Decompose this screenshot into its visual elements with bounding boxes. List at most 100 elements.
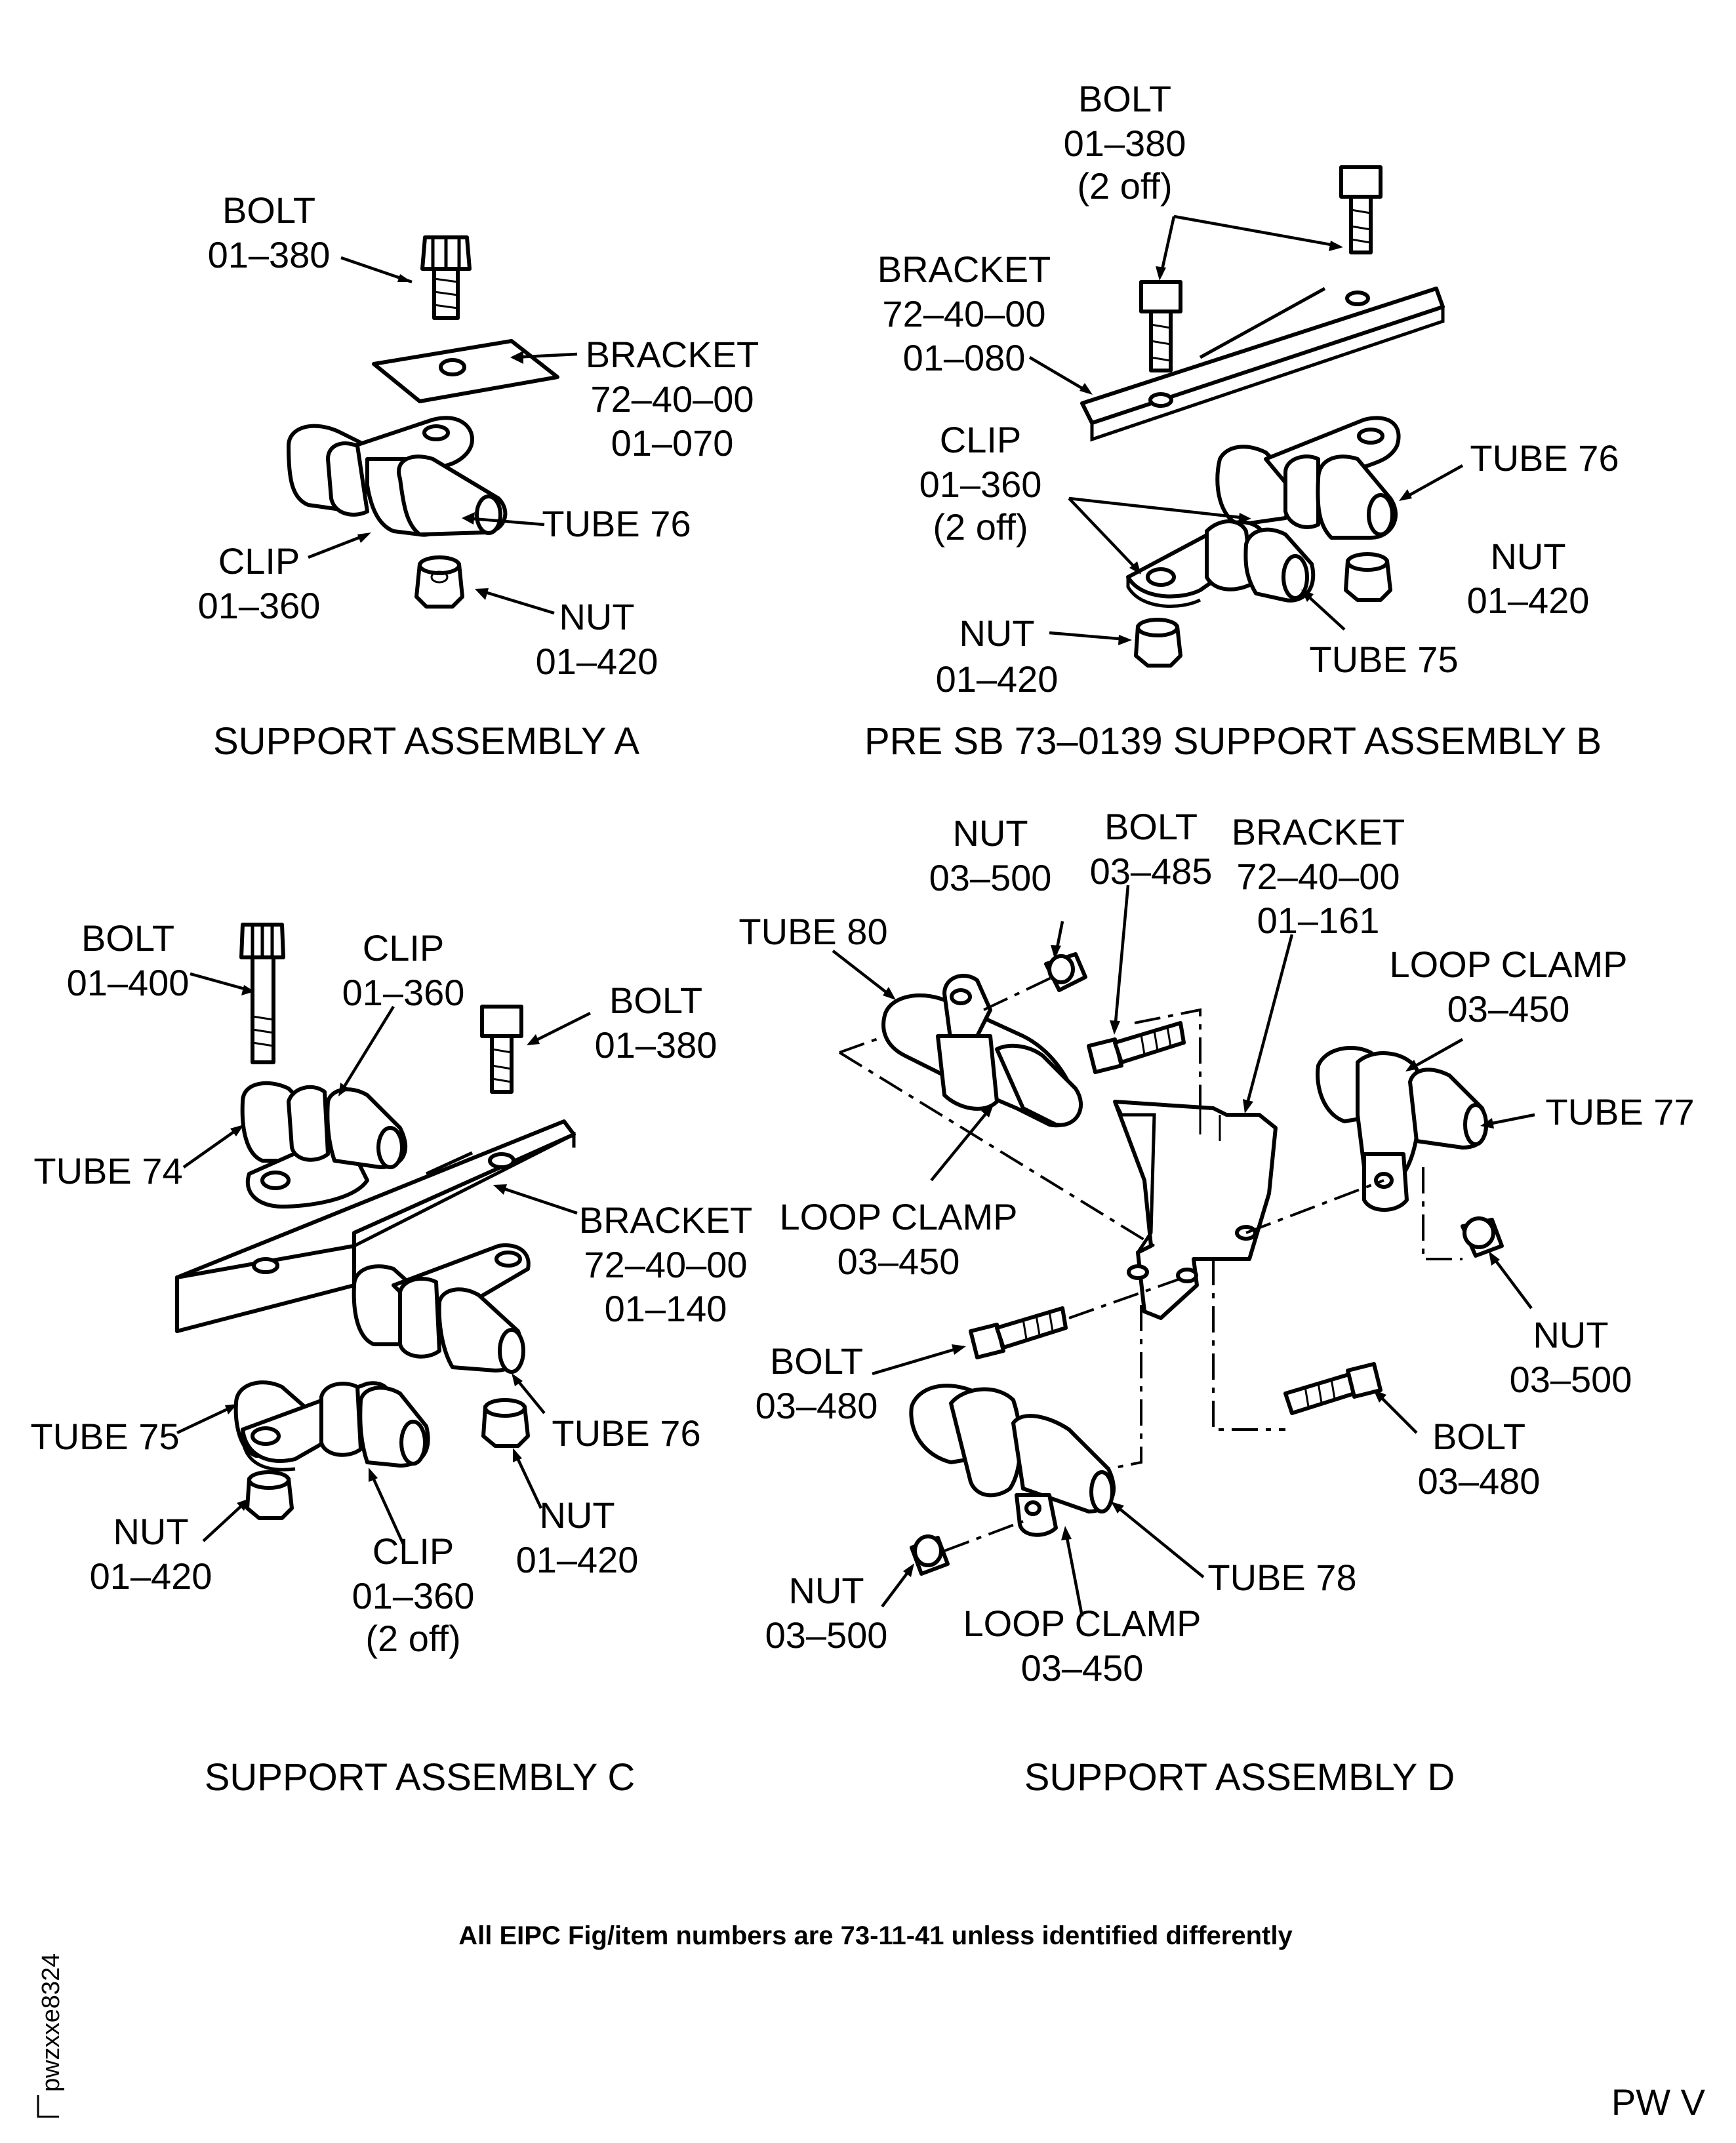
label-bracket-chapter: 72–40–00 bbox=[584, 1244, 747, 1285]
label-bracket-chapter: 72–40–00 bbox=[590, 378, 754, 420]
label-tube: TUBE 76 bbox=[542, 503, 691, 544]
nut-part bbox=[245, 1470, 294, 1520]
bolt-part bbox=[969, 1306, 1068, 1359]
label-clip: CLIP bbox=[363, 927, 445, 969]
label-bolt: BOLT bbox=[81, 917, 174, 959]
label-loop-clamp-number: 03–450 bbox=[1447, 988, 1570, 1030]
label-nut: NUT bbox=[1490, 536, 1565, 577]
page-code: PW V bbox=[1611, 2081, 1706, 2123]
label-tube-75: TUBE 75 bbox=[1309, 639, 1458, 680]
label-nut-number: 01–420 bbox=[936, 658, 1059, 700]
label-bracket-number: 01–070 bbox=[611, 422, 734, 464]
label-nut: NUT bbox=[788, 1570, 864, 1611]
caption-assembly-c: SUPPORT ASSEMBLY C bbox=[205, 1756, 636, 1799]
nut-part bbox=[910, 1534, 950, 1576]
clip-tube-part bbox=[233, 1380, 430, 1472]
label-bracket-number: 01–080 bbox=[903, 337, 1026, 378]
label-bracket-number: 01–140 bbox=[605, 1288, 727, 1329]
label-bracket: BRACKET bbox=[1232, 811, 1405, 852]
label-bolt: BOLT bbox=[1104, 806, 1198, 847]
label-loop-clamp-number: 03–450 bbox=[1021, 1647, 1144, 1689]
label-bracket: BRACKET bbox=[579, 1199, 753, 1241]
clip-tube-part bbox=[352, 1243, 531, 1374]
label-bolt: BOLT bbox=[609, 980, 702, 1021]
bracket-part bbox=[1113, 1100, 1278, 1320]
label-nut-number: 01–420 bbox=[516, 1539, 639, 1580]
label-clip: CLIP bbox=[373, 1531, 454, 1572]
clip-tube-part bbox=[240, 1081, 408, 1209]
bolt-part bbox=[1087, 1021, 1186, 1074]
label-bolt-number: 01–380 bbox=[1064, 123, 1186, 164]
label-bracket-chapter: 72–40–00 bbox=[882, 293, 1045, 334]
bolt-part bbox=[420, 235, 472, 320]
label-clip: CLIP bbox=[940, 419, 1022, 460]
label-clip-number: 01–360 bbox=[919, 464, 1042, 505]
label-tube-74: TUBE 74 bbox=[33, 1150, 182, 1192]
label-tube-76: TUBE 76 bbox=[552, 1412, 700, 1454]
bracket-part bbox=[1080, 287, 1445, 425]
nut-part bbox=[1461, 1216, 1504, 1258]
label-tube-77: TUBE 77 bbox=[1545, 1091, 1694, 1132]
caption-assembly-a: SUPPORT ASSEMBLY A bbox=[213, 720, 639, 763]
label-nut-number: 01–420 bbox=[536, 641, 658, 682]
label-loop-clamp: LOOP CLAMP bbox=[779, 1196, 1017, 1237]
label-bolt-number: 01–380 bbox=[595, 1024, 717, 1066]
label-nut: NUT bbox=[113, 1511, 188, 1552]
label-tube-80: TUBE 80 bbox=[738, 911, 887, 952]
footnote: All EIPC Fig/item numbers are 73-11-41 u… bbox=[458, 1921, 1293, 1950]
label-bolt-number: 03–480 bbox=[1418, 1460, 1541, 1502]
nut-part bbox=[414, 555, 464, 609]
label-bolt-number: 01–380 bbox=[208, 234, 331, 275]
label-clip-number: 01–360 bbox=[352, 1575, 475, 1616]
assembly-a bbox=[287, 235, 578, 615]
bolt-part bbox=[1339, 165, 1383, 254]
label-nut: NUT bbox=[952, 812, 1028, 854]
bolt-part bbox=[1283, 1362, 1383, 1415]
label-nut-number: 03–500 bbox=[929, 857, 1052, 898]
bracket-part bbox=[372, 339, 559, 403]
label-clip-quantity: (2 off) bbox=[933, 506, 1028, 548]
label-nut-number: 01–420 bbox=[1467, 580, 1590, 621]
label-bracket-chapter: 72–40–00 bbox=[1236, 856, 1400, 897]
label-loop-clamp: LOOP CLAMP bbox=[963, 1603, 1201, 1644]
loop-clamp-tube-part bbox=[881, 973, 1083, 1128]
label-tube-75: TUBE 75 bbox=[30, 1416, 179, 1457]
label-bolt-number: 03–480 bbox=[756, 1385, 878, 1426]
label-nut-number: 03–500 bbox=[765, 1614, 888, 1656]
label-bolt: BOLT bbox=[222, 190, 315, 231]
label-nut-number: 01–420 bbox=[90, 1555, 212, 1597]
label-nut-number: 03–500 bbox=[1510, 1359, 1632, 1400]
label-bolt-number: 01–400 bbox=[67, 962, 190, 1003]
label-nut: NUT bbox=[539, 1494, 615, 1536]
clip-tube-part bbox=[1215, 416, 1401, 540]
label-loop-clamp-number: 03–450 bbox=[838, 1241, 960, 1282]
bolt-part bbox=[480, 1005, 523, 1094]
side-code: pwzxxe8324 bbox=[37, 1953, 65, 2092]
clip-tube-part bbox=[1126, 519, 1316, 608]
label-tube-78: TUBE 78 bbox=[1207, 1557, 1356, 1598]
loop-clamp-tube-part bbox=[1316, 1046, 1488, 1212]
assembly-d bbox=[832, 885, 1535, 1617]
clip-tube-part bbox=[287, 416, 508, 537]
nut-part bbox=[481, 1398, 530, 1448]
label-clip-quantity: (2 off) bbox=[365, 1618, 460, 1659]
label-bolt: BOLT bbox=[1078, 78, 1171, 119]
label-nut: NUT bbox=[959, 612, 1034, 654]
label-bolt-number: 03–485 bbox=[1090, 851, 1213, 892]
assembly-b bbox=[1028, 165, 1464, 668]
label-bracket-number: 01–161 bbox=[1257, 900, 1380, 941]
nut-part bbox=[1344, 552, 1392, 602]
label-bracket: BRACKET bbox=[878, 249, 1051, 290]
label-clip-number: 01–360 bbox=[198, 585, 321, 626]
label-clip-number: 01–360 bbox=[342, 972, 465, 1013]
nut-part bbox=[1044, 952, 1087, 992]
label-nut: NUT bbox=[1533, 1314, 1608, 1355]
bolt-part bbox=[239, 923, 285, 1064]
label-bolt: BOLT bbox=[770, 1340, 863, 1382]
label-bolt: BOLT bbox=[1432, 1416, 1525, 1457]
nut-part bbox=[1134, 618, 1182, 668]
caption-assembly-d: SUPPORT ASSEMBLY D bbox=[1024, 1756, 1455, 1799]
label-loop-clamp: LOOP CLAMP bbox=[1389, 944, 1627, 985]
label-nut: NUT bbox=[559, 596, 634, 637]
